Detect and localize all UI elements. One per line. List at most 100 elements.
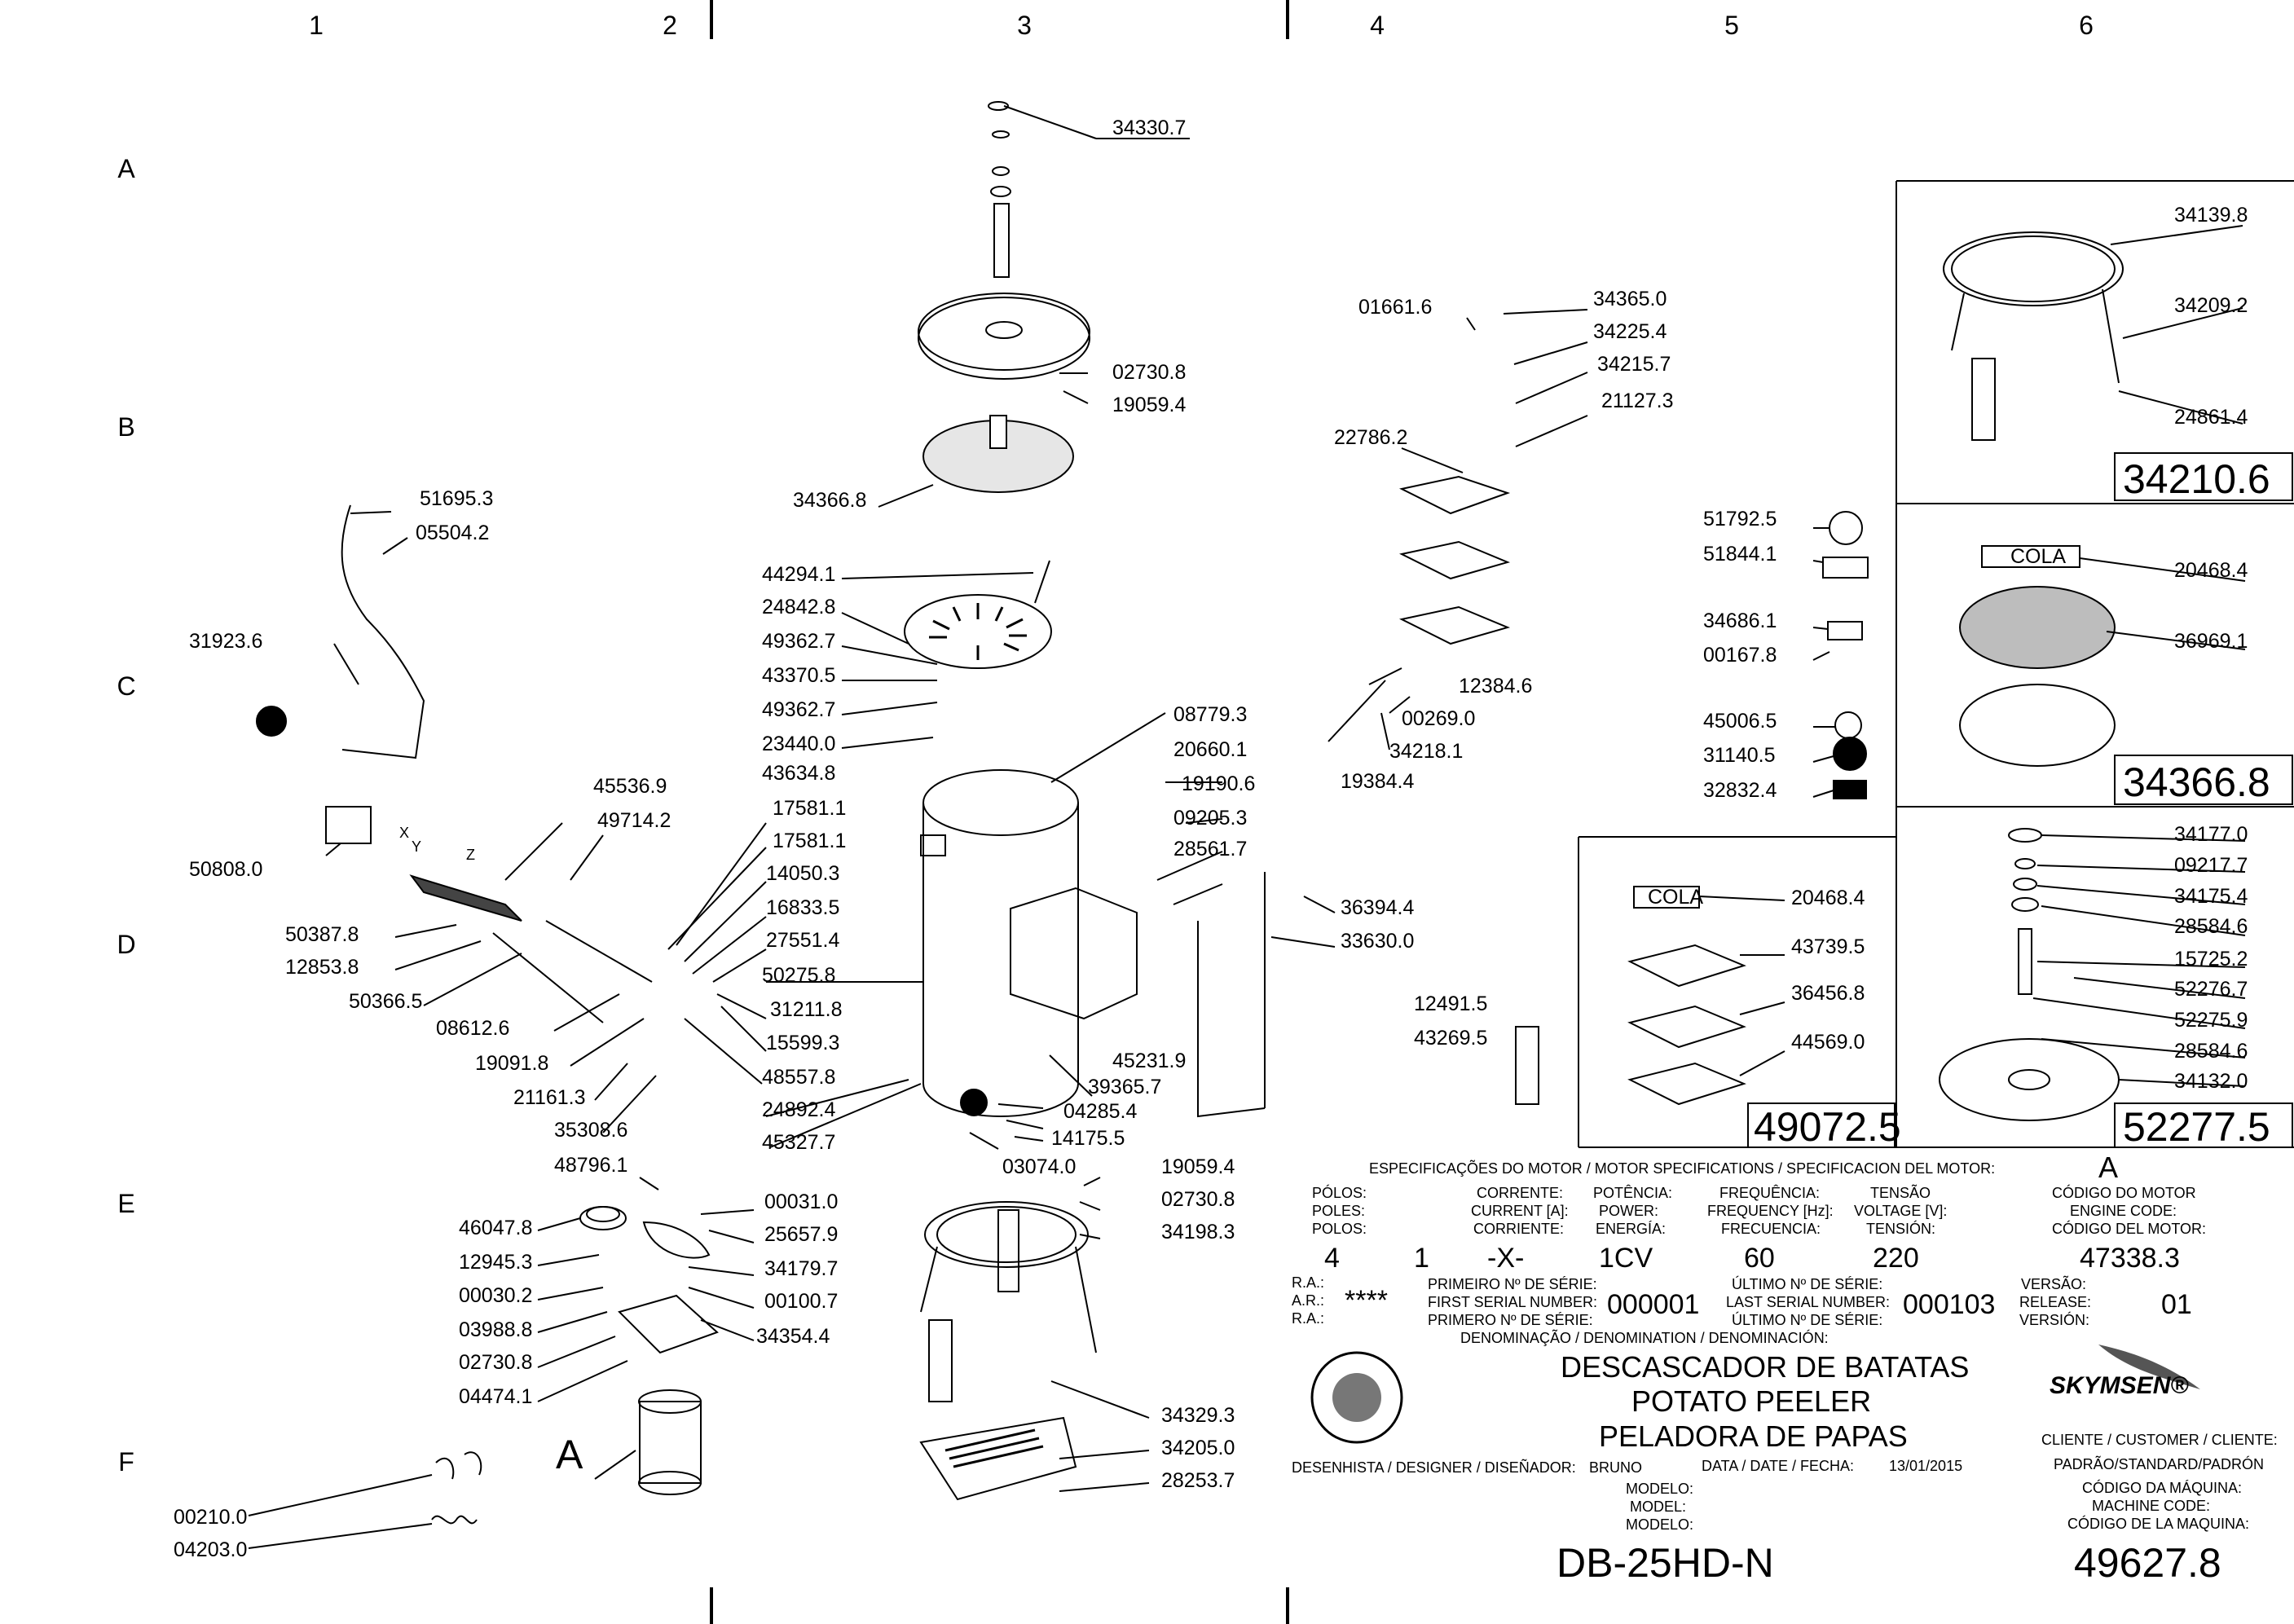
part-label[interactable]: 04474.1 (459, 1385, 532, 1408)
part-label[interactable]: 25657.9 (764, 1223, 838, 1246)
part-label[interactable]: 34354.4 (756, 1325, 830, 1348)
part-label[interactable]: 28561.7 (1173, 838, 1247, 860)
part-label[interactable]: 00210.0 (174, 1506, 247, 1529)
part-label[interactable]: 34139.8 (2174, 204, 2248, 227)
part-label[interactable]: 19059.4 (1161, 1155, 1235, 1178)
part-label[interactable]: 28253.7 (1161, 1469, 1235, 1492)
part-label[interactable]: 34366.8 (793, 489, 866, 512)
part-label[interactable]: 21127.3 (1601, 389, 1674, 412)
part-label[interactable]: 34132.0 (2174, 1070, 2248, 1093)
part-label[interactable]: 17581.1 (773, 797, 846, 820)
part-label[interactable]: 24892.4 (762, 1098, 835, 1121)
part-label[interactable]: 20468.4 (2174, 559, 2248, 582)
part-label[interactable]: 14175.5 (1051, 1127, 1125, 1150)
part-label[interactable]: 00030.2 (459, 1284, 532, 1307)
part-label[interactable]: 34198.3 (1161, 1221, 1235, 1243)
part-label[interactable]: 01661.6 (1358, 296, 1432, 319)
part-label[interactable]: 28584.6 (2174, 1040, 2248, 1063)
part-label[interactable]: 50275.8 (762, 964, 835, 987)
part-label[interactable]: 31140.5 (1703, 744, 1776, 767)
part-label[interactable]: 03988.8 (459, 1318, 532, 1341)
part-label[interactable]: 23440.0 (762, 733, 835, 755)
part-label[interactable]: 50808.0 (189, 858, 262, 881)
part-label[interactable]: 15725.2 (2174, 948, 2248, 970)
part-label[interactable]: 34329.3 (1161, 1404, 1235, 1427)
part-label[interactable]: 48796.1 (554, 1154, 627, 1177)
part-label[interactable]: 51792.5 (1703, 508, 1777, 530)
part-label[interactable]: 34179.7 (764, 1257, 838, 1280)
part-label[interactable]: 45536.9 (593, 775, 667, 798)
part-label[interactable]: 35308.6 (554, 1119, 627, 1142)
part-label[interactable]: 43370.5 (762, 664, 835, 687)
part-label[interactable]: 02730.8 (1112, 361, 1186, 384)
part-label[interactable]: 33630.0 (1341, 930, 1414, 953)
part-label[interactable]: 45006.5 (1703, 710, 1777, 733)
part-label[interactable]: 08779.3 (1173, 703, 1247, 726)
part-label[interactable]: 27551.4 (766, 929, 839, 952)
part-label[interactable]: 03074.0 (1002, 1155, 1076, 1178)
part-label[interactable]: 19384.4 (1341, 770, 1414, 793)
part-label[interactable]: 32832.4 (1703, 779, 1777, 802)
part-label[interactable]: 34215.7 (1597, 353, 1671, 376)
part-label[interactable]: 00031.0 (764, 1190, 838, 1213)
part-label[interactable]: 50366.5 (349, 990, 422, 1013)
part-label[interactable]: 19190.6 (1182, 772, 1255, 795)
part-label[interactable]: 39365.7 (1088, 1076, 1161, 1098)
part-label[interactable]: 12945.3 (459, 1251, 532, 1274)
part-label[interactable]: 34175.4 (2174, 885, 2248, 908)
part-label[interactable]: 15599.3 (766, 1032, 839, 1054)
part-label[interactable]: 36456.8 (1791, 982, 1865, 1005)
part-label[interactable]: 20468.4 (1791, 887, 1865, 909)
part-label[interactable]: 52275.9 (2174, 1009, 2248, 1032)
part-label[interactable]: 12384.6 (1459, 675, 1532, 698)
part-label[interactable]: 00269.0 (1402, 707, 1475, 730)
part-label[interactable]: 45327.7 (762, 1131, 835, 1154)
part-label[interactable]: 00100.7 (764, 1290, 838, 1313)
part-label[interactable]: 46047.8 (459, 1217, 532, 1239)
part-label[interactable]: 16833.5 (766, 896, 839, 919)
part-label[interactable]: 04285.4 (1063, 1100, 1137, 1123)
part-label[interactable]: 49362.7 (762, 630, 835, 653)
part-label[interactable]: 49714.2 (597, 809, 671, 832)
part-label[interactable]: 34218.1 (1389, 740, 1463, 763)
part-label[interactable]: 34365.0 (1593, 288, 1667, 310)
part-label[interactable]: 09205.3 (1173, 807, 1247, 830)
part-label[interactable]: 17581.1 (773, 830, 846, 852)
part-label[interactable]: 51844.1 (1703, 543, 1777, 566)
part-label[interactable]: 08612.6 (436, 1017, 509, 1040)
part-label[interactable]: 49362.7 (762, 698, 835, 721)
part-label[interactable]: 34686.1 (1703, 610, 1777, 632)
part-label[interactable]: 05504.2 (416, 522, 489, 544)
part-label[interactable]: 20660.1 (1173, 738, 1247, 761)
part-label[interactable]: 04203.0 (174, 1538, 247, 1561)
part-label[interactable]: 48557.8 (762, 1066, 835, 1089)
part-label[interactable]: 45231.9 (1112, 1050, 1186, 1072)
part-label[interactable]: 28584.6 (2174, 915, 2248, 938)
part-label[interactable]: 12853.8 (285, 956, 359, 979)
part-label[interactable]: 12491.5 (1414, 992, 1487, 1015)
part-label[interactable]: 19091.8 (475, 1052, 548, 1075)
part-label[interactable]: 34177.0 (2174, 823, 2248, 846)
part-label[interactable]: 24842.8 (762, 596, 835, 618)
part-label[interactable]: 34205.0 (1161, 1437, 1235, 1459)
part-label[interactable]: 21161.3 (513, 1086, 586, 1109)
part-label[interactable]: 43634.8 (762, 762, 835, 785)
part-label[interactable]: 00167.8 (1703, 644, 1777, 667)
part-label[interactable]: 50387.8 (285, 923, 359, 946)
part-label[interactable]: 36394.4 (1341, 896, 1414, 919)
part-label[interactable]: 31211.8 (770, 998, 843, 1021)
part-label[interactable]: 31923.6 (189, 630, 262, 653)
part-label[interactable]: 24861.4 (2174, 406, 2248, 429)
part-label[interactable]: 44569.0 (1791, 1031, 1865, 1054)
part-label[interactable]: 09217.7 (2174, 854, 2248, 877)
part-label[interactable]: 02730.8 (459, 1351, 532, 1374)
part-label[interactable]: 51695.3 (420, 487, 493, 510)
part-label[interactable]: 43739.5 (1791, 935, 1865, 958)
part-label[interactable]: 14050.3 (766, 862, 839, 885)
part-label[interactable]: 19059.4 (1112, 394, 1186, 416)
part-label[interactable]: 34225.4 (1593, 320, 1667, 343)
part-label[interactable]: 34209.2 (2174, 294, 2248, 317)
part-label[interactable]: 34330.7 (1112, 117, 1186, 139)
part-label[interactable]: 36969.1 (2174, 630, 2248, 653)
part-label[interactable]: 43269.5 (1414, 1027, 1487, 1050)
